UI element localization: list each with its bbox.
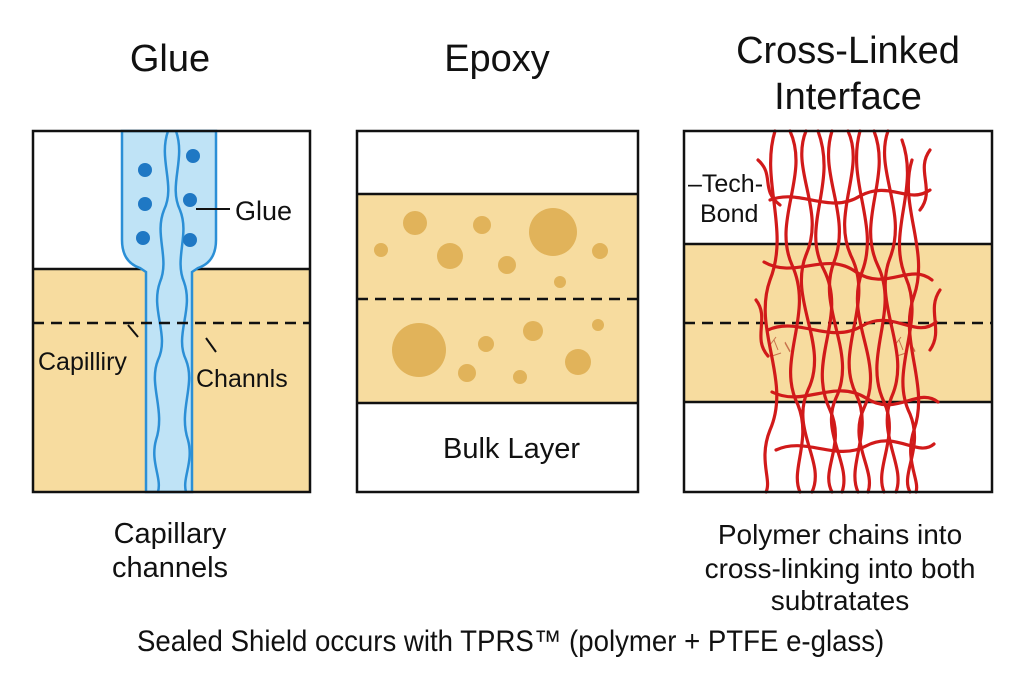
glue-caption: Capillary channels <box>111 518 229 584</box>
tech-bond-label-line1: –Tech- <box>688 170 763 198</box>
polymer-chains <box>754 129 942 494</box>
epoxy-title: Epoxy <box>444 38 550 80</box>
bulk-layer <box>357 403 638 492</box>
glue-callout-label: Glue <box>235 196 292 226</box>
polymer-crosslink <box>918 148 932 212</box>
epoxy-particle <box>498 256 516 274</box>
epoxy-particle <box>592 319 604 331</box>
crosslinked-caption-line3: subtratates <box>770 585 910 616</box>
capillary-wall-left <box>153 130 170 493</box>
epoxy-particle <box>565 349 591 375</box>
epoxy-particle <box>523 321 543 341</box>
polymer-crosslink <box>766 318 938 335</box>
polymer-chain <box>826 129 846 494</box>
bulk-layer-label: Bulk Layer <box>443 433 580 465</box>
epoxy-particle <box>478 336 494 352</box>
capillary-label: Capilliry <box>38 348 127 376</box>
crosslinked-panel: –Tech- Bond <box>682 129 994 494</box>
polymer-chain <box>814 129 837 494</box>
epoxy-panel: Bulk Layer <box>355 129 640 494</box>
polymer-crosslink <box>774 439 936 453</box>
epoxy-particle <box>473 216 491 234</box>
crosslinked-caption-line1: Polymer chains into <box>717 519 963 550</box>
crosslinked-caption: Polymer chains into cross-linking into b… <box>670 518 1010 616</box>
glue-dot <box>183 193 197 207</box>
epoxy-particle <box>403 211 427 235</box>
polymer-crosslink <box>928 288 942 352</box>
epoxy-particle <box>529 208 577 256</box>
crosslinked-caption-line2: cross-linking into both <box>704 553 976 584</box>
channels-label: Channls <box>196 365 288 393</box>
polymer-chain <box>799 129 817 494</box>
epoxy-particle <box>392 323 446 377</box>
glue-panel: Glue Capilliry Channls <box>31 129 312 494</box>
glue-dot <box>138 197 152 211</box>
polymer-crosslink <box>762 260 934 282</box>
glue-title: Glue <box>129 38 211 80</box>
capillary-wall-right <box>174 130 191 493</box>
epoxy-particle <box>554 276 566 288</box>
epoxy-particle <box>592 243 608 259</box>
epoxy-particle <box>458 364 476 382</box>
polymer-crosslink <box>768 188 932 205</box>
polymer-chain <box>869 129 891 494</box>
footer-caption: Sealed Shield occurs with TPRS™ (polymer… <box>136 625 885 658</box>
tech-bond-label-line2: Bond <box>700 200 758 228</box>
glue-dot <box>136 231 150 245</box>
glue-dot <box>186 149 200 163</box>
glue-dot <box>183 233 197 247</box>
crosslinked-title: Cross-Linked Interface <box>736 30 960 118</box>
polymer-crosslink <box>756 158 782 207</box>
epoxy-particles <box>374 208 608 384</box>
glue-dot <box>138 163 152 177</box>
epoxy-particle <box>374 243 388 257</box>
polymer-crosslink <box>754 298 770 358</box>
polymer-chain <box>906 158 921 494</box>
epoxy-particle <box>437 243 463 269</box>
polymer-crosslink <box>770 389 940 407</box>
epoxy-particle <box>513 370 527 384</box>
